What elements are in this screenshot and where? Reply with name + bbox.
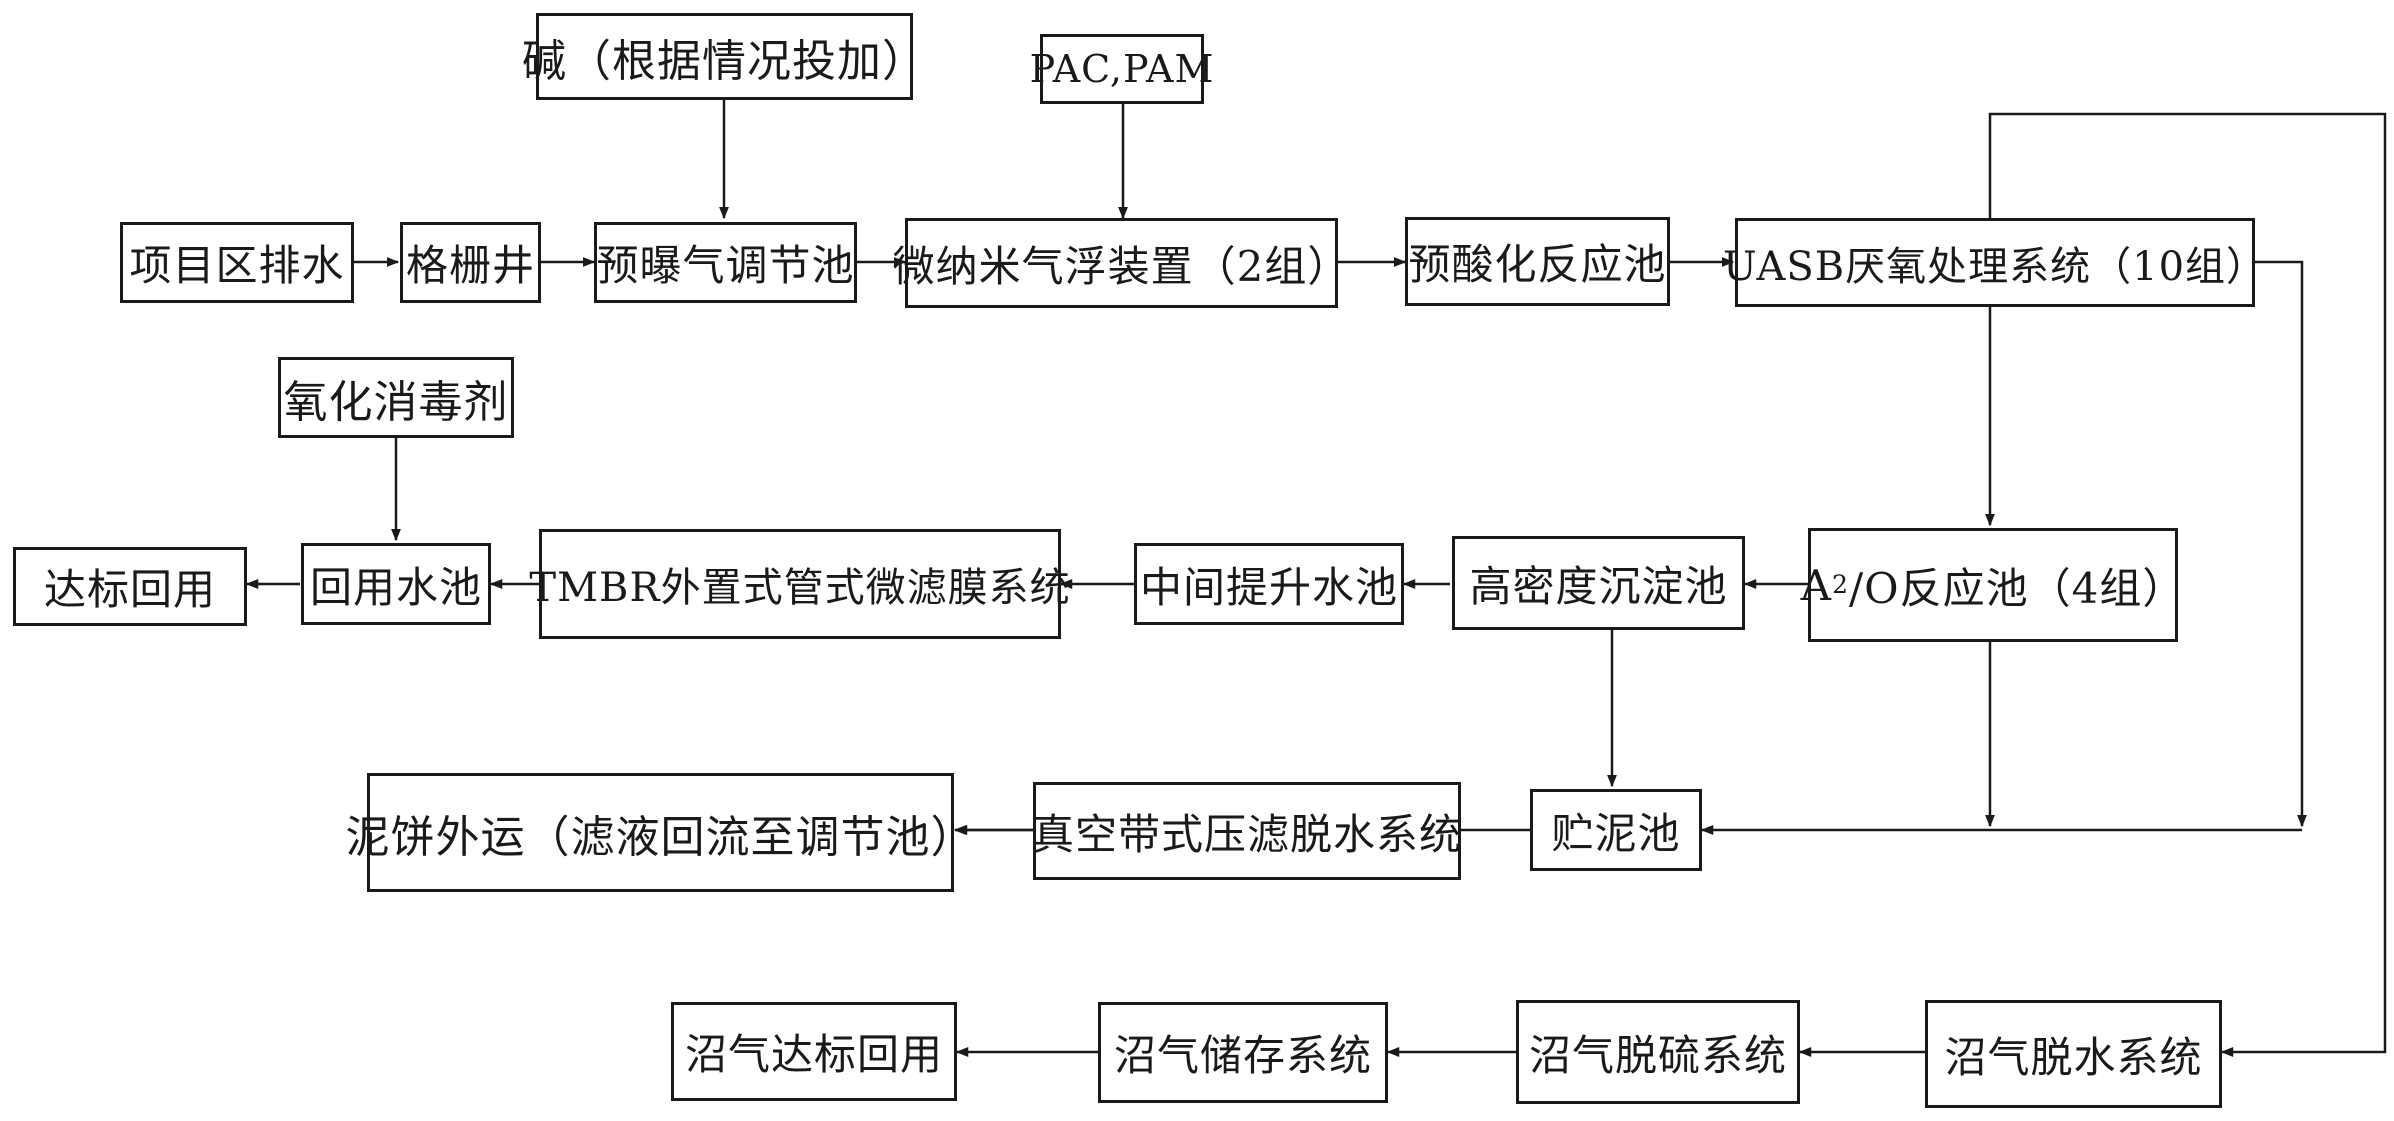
node-pre-aeration: 预曝气调节池 bbox=[594, 222, 857, 303]
node-micro-nano-flotation: 微纳米气浮装置（2组） bbox=[893, 218, 1349, 308]
node-high-density-sed: 高密度沉淀池 bbox=[1452, 536, 1745, 630]
node-sludge-pool: 贮泥池 bbox=[1530, 789, 1702, 871]
ao-suffix: /O反应池（4组） bbox=[1849, 563, 2186, 613]
node-drainage: 项目区排水 bbox=[120, 222, 354, 303]
node-grille-well: 格栅井 bbox=[400, 222, 541, 303]
node-oxidant: 氧化消毒剂 bbox=[278, 357, 514, 438]
node-tmbr: TMBR外置式管式微滤膜系统 bbox=[529, 529, 1070, 639]
node-vacuum-filter: 真空带式压滤脱水系统 bbox=[1032, 782, 1461, 880]
node-reuse-pool: 回用水池 bbox=[301, 543, 491, 625]
node-biogas-compliant: 沼气达标回用 bbox=[671, 1002, 957, 1101]
ao-prefix: A bbox=[1800, 560, 1832, 610]
node-uasb: UASB厌氧处理系统（10组） bbox=[1723, 218, 2266, 307]
node-lift-pool: 中间提升水池 bbox=[1134, 543, 1404, 625]
node-compliant-reuse: 达标回用 bbox=[13, 547, 247, 626]
node-biogas-storage: 沼气储存系统 bbox=[1098, 1002, 1388, 1103]
line-uasb-biogas bbox=[1988, 112, 2387, 1057]
node-biogas-desulfur: 沼气脱硫系统 bbox=[1516, 1000, 1800, 1104]
node-biogas-dewater: 沼气脱水系统 bbox=[1925, 1000, 2222, 1108]
node-alkali: 碱（根据情况投加） bbox=[522, 13, 926, 100]
node-pac-pam: PAC,PAM bbox=[1030, 34, 1213, 104]
node-sludge-cake: 泥饼外运（滤液回流至调节池） bbox=[346, 773, 975, 892]
node-pre-acidification: 预酸化反应池 bbox=[1405, 217, 1670, 306]
line-uasb-sludge-return bbox=[2255, 260, 2307, 828]
